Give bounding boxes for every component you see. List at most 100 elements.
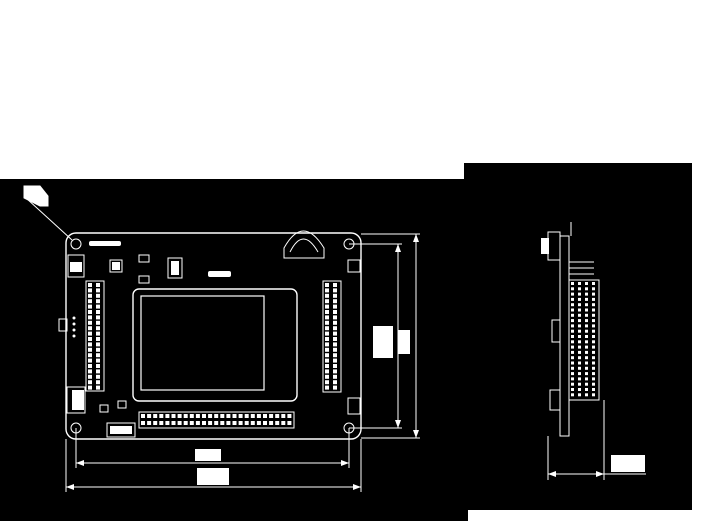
callout-leader xyxy=(25,197,73,241)
header-pin xyxy=(177,414,182,418)
header-pin xyxy=(325,337,329,341)
header-pin xyxy=(189,421,194,425)
chip-outline xyxy=(109,259,123,273)
header-pin xyxy=(325,353,329,358)
side-pin xyxy=(571,361,574,365)
side-component xyxy=(549,389,561,411)
header-pin xyxy=(96,385,100,390)
header-pin xyxy=(333,288,337,293)
header-pin xyxy=(88,310,92,314)
side-pin xyxy=(578,372,581,376)
board-outline xyxy=(65,232,362,440)
side-pin xyxy=(571,388,574,391)
side-pin xyxy=(571,393,574,397)
side-pin xyxy=(592,377,595,381)
header-pin xyxy=(88,347,92,352)
side-pin xyxy=(592,287,595,291)
side-pin xyxy=(578,366,581,370)
small-part xyxy=(99,404,109,413)
header-pin xyxy=(159,414,164,418)
header-pin xyxy=(195,421,200,425)
header-pin xyxy=(88,369,92,374)
header-pin xyxy=(171,421,176,425)
header-pin xyxy=(96,326,100,331)
side-pin xyxy=(585,303,588,307)
header-pin xyxy=(287,421,292,425)
side-pin xyxy=(578,350,581,354)
header-pin xyxy=(325,326,329,331)
side-pin xyxy=(585,366,588,370)
header-pin xyxy=(88,304,92,309)
header-pin xyxy=(287,414,292,418)
side-pin xyxy=(585,324,588,328)
side-pin xyxy=(571,329,574,333)
side-pin xyxy=(578,324,581,328)
header-pin xyxy=(232,414,237,418)
side-pin xyxy=(578,287,581,291)
header-pin xyxy=(96,374,100,379)
header-pin xyxy=(333,304,337,309)
header-pin xyxy=(256,414,261,418)
header-pin xyxy=(88,342,92,347)
header-pin xyxy=(333,315,337,320)
dimension-label-box xyxy=(398,330,410,354)
side-pin xyxy=(592,319,595,323)
side-pin xyxy=(571,382,574,386)
side-pin xyxy=(578,356,581,360)
header-pin xyxy=(325,364,329,368)
side-pin xyxy=(571,356,574,360)
header-pin xyxy=(333,353,337,358)
header-pin xyxy=(325,369,329,374)
side-pin xyxy=(592,388,595,391)
side-pin xyxy=(585,388,588,391)
side-pin xyxy=(585,292,588,296)
side-pin xyxy=(585,350,588,354)
side-pin xyxy=(571,297,574,301)
side-pin xyxy=(585,287,588,291)
side-component xyxy=(551,319,561,343)
bottom-header xyxy=(138,411,295,429)
header-pin xyxy=(275,414,280,418)
header-pin xyxy=(88,326,92,331)
side-pin xyxy=(592,393,595,397)
side-pin xyxy=(578,388,581,391)
header-pin xyxy=(325,385,329,390)
side-pin xyxy=(585,335,588,338)
header-pin xyxy=(275,421,280,425)
header-pin xyxy=(195,414,200,418)
smd-part xyxy=(347,259,361,273)
lcd-screen xyxy=(140,295,265,391)
header-pin xyxy=(88,315,92,320)
side-pin xyxy=(578,361,581,365)
side-pin xyxy=(585,340,588,344)
header-pin xyxy=(281,421,286,425)
side-pin xyxy=(585,393,588,397)
header-pin xyxy=(220,414,225,418)
header-pin xyxy=(96,380,100,385)
header-pin xyxy=(325,304,329,309)
side-pin xyxy=(592,282,595,285)
side-lcd xyxy=(547,231,561,261)
header-pin xyxy=(220,421,225,425)
side-pin xyxy=(592,292,595,296)
side-pin xyxy=(578,345,581,349)
side-pin xyxy=(585,382,588,386)
side-pin xyxy=(571,345,574,349)
pin-rows xyxy=(70,238,595,434)
side-pin xyxy=(585,329,588,333)
header-pin xyxy=(96,364,100,368)
battery-holder xyxy=(283,230,325,259)
header-pin xyxy=(88,299,92,304)
header-pin xyxy=(238,421,243,425)
side-pin xyxy=(571,372,574,376)
header-pin xyxy=(165,414,170,418)
side-pin xyxy=(578,292,581,296)
header-pin xyxy=(325,283,329,287)
header-pin xyxy=(256,421,261,425)
side-pin xyxy=(571,303,574,307)
side-pin xyxy=(592,361,595,365)
header-pin xyxy=(333,364,337,368)
header-pin xyxy=(244,414,249,418)
header-pin xyxy=(325,315,329,320)
header-pin xyxy=(250,414,255,418)
